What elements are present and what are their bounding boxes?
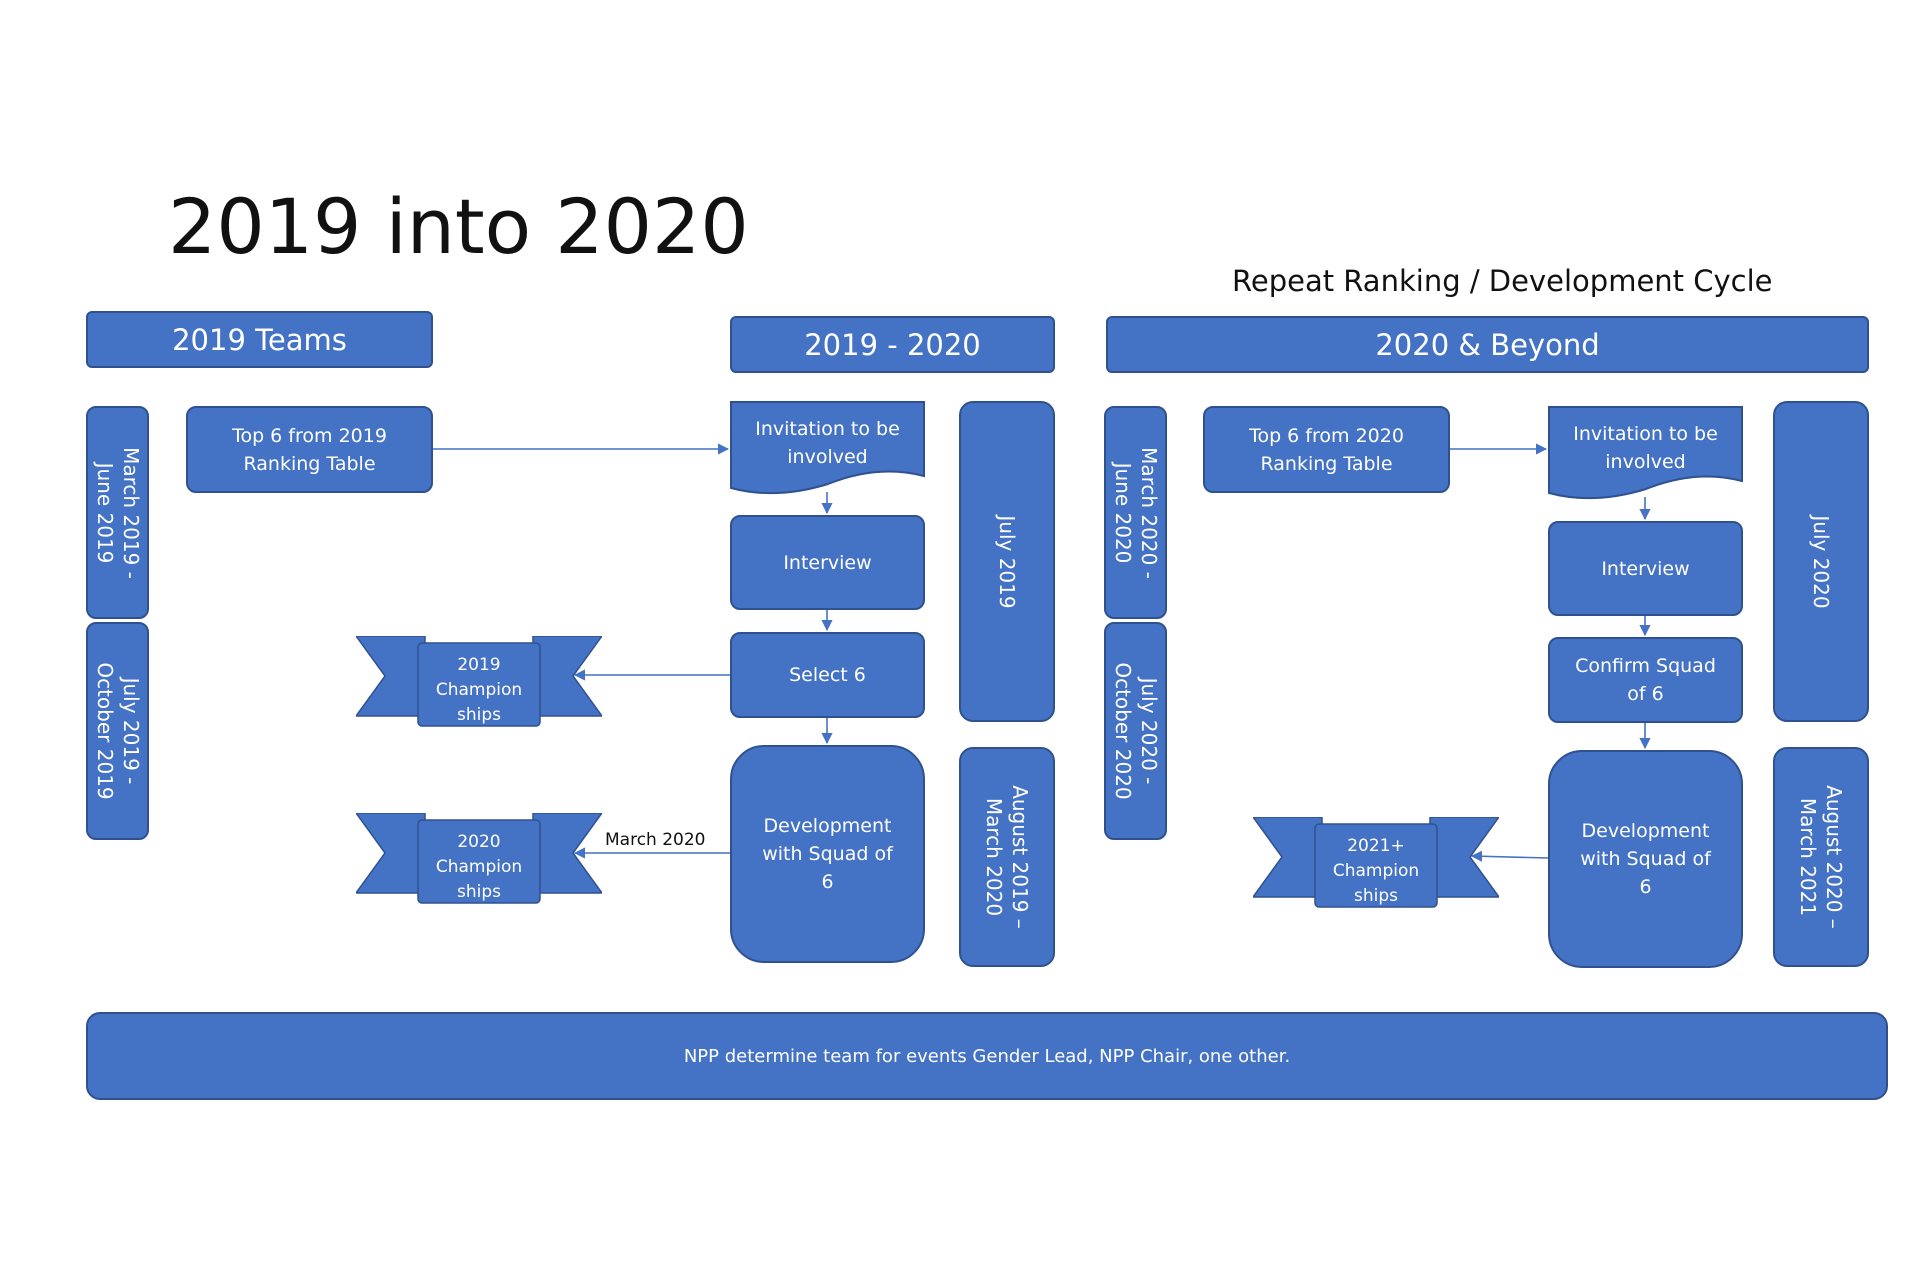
header-2019-teams-label: 2019 Teams (172, 322, 347, 357)
page-title: 2019 into 2020 (168, 182, 749, 271)
invitation-shape-left (730, 401, 925, 495)
development-left-box: Development with Squad of 6 (730, 745, 925, 963)
ribbon-2020-shape (354, 812, 604, 904)
invitation-left-label: Invitation to be involved (755, 418, 900, 468)
period-mar-jun-2020: March 2020 - June 2020 (1104, 406, 1167, 619)
footer-text: NPP determine team for events Gender Lea… (683, 1045, 1291, 1067)
period-mar-jun-2019: March 2019 - June 2019 (86, 406, 149, 619)
period-jul-oct-2020: July 2020 - October 2020 (1104, 622, 1167, 840)
championships-2021-ribbon: 2021+ Champion ships (1251, 816, 1501, 913)
march-2020-arrow-label: March 2020 (605, 830, 706, 850)
top6-2019-label: Top 6 from 2019 Ranking Table (232, 424, 387, 475)
confirm-squad-label: Confirm Squad of 6 (1575, 655, 1716, 705)
invitation-shape-right (1548, 406, 1743, 500)
development-right-label: Development with Squad of 6 (1580, 820, 1711, 898)
championships-2020-label: 2020 Champion ships (435, 832, 523, 902)
interview-right-box: Interview (1548, 521, 1743, 616)
period-aug-2020-mar-2021: August 2020 – March 2021 (1773, 747, 1869, 967)
championships-2021-label: 2021+ Champion ships (1332, 836, 1420, 906)
cycle-subtitle: Repeat Ranking / Development Cycle (1232, 264, 1773, 298)
championships-2020-ribbon: 2020 Champion ships (354, 812, 604, 909)
header-2020-beyond-label: 2020 & Beyond (1375, 327, 1600, 362)
development-left-label: Development with Squad of 6 (762, 815, 893, 893)
ribbon-2021-shape (1251, 816, 1501, 908)
header-2020-beyond: 2020 & Beyond (1106, 316, 1869, 373)
championships-2019-label: 2019 Champion ships (435, 655, 523, 725)
development-right-box: Development with Squad of 6 (1548, 750, 1743, 968)
top6-2020-box: Top 6 from 2020 Ranking Table (1203, 406, 1450, 493)
header-2019-2020-label: 2019 - 2020 (804, 327, 981, 362)
confirm-squad-box: Confirm Squad of 6 (1548, 637, 1743, 723)
period-jul-2020: July 2020 (1773, 401, 1869, 722)
period-jul-oct-2019: July 2019 - October 2019 (86, 622, 149, 840)
header-2019-teams: 2019 Teams (86, 311, 433, 368)
select-6-label: Select 6 (789, 664, 866, 686)
ribbon-2019-shape (354, 635, 604, 727)
period-jul-2019: July 2019 (959, 401, 1055, 722)
interview-left-box: Interview (730, 515, 925, 610)
invitation-right-label: Invitation to be involved (1573, 423, 1718, 473)
interview-right-label: Interview (1601, 557, 1690, 580)
arrow-development-to-champ-2021 (1470, 850, 1549, 862)
top6-2020-label: Top 6 from 2020 Ranking Table (1249, 424, 1404, 475)
top6-2019-box: Top 6 from 2019 Ranking Table (186, 406, 433, 493)
footer-bar: NPP determine team for events Gender Lea… (86, 1012, 1888, 1100)
interview-left-label: Interview (783, 551, 872, 574)
championships-2019-ribbon: 2019 Champion ships (354, 635, 604, 732)
header-2019-2020: 2019 - 2020 (730, 316, 1055, 373)
select-6-box: Select 6 (730, 632, 925, 718)
period-aug-2019-mar-2020: August 2019 – March 2020 (959, 747, 1055, 967)
